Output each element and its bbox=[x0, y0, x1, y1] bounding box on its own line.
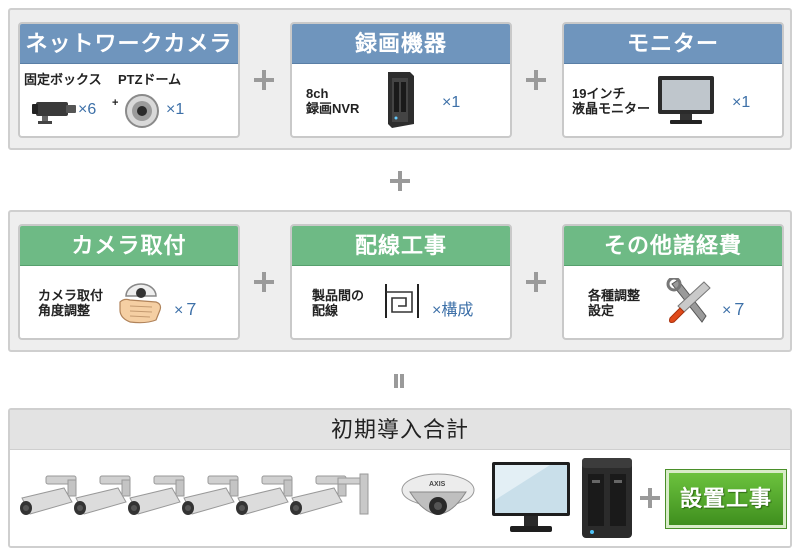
network-camera-card: ネットワークカメラ 固定ボックス PTZドーム ×6 + ×1 bbox=[18, 22, 240, 138]
camera-mount-card: カメラ取付 カメラ取付 角度調整 ×７ bbox=[18, 224, 240, 340]
wiring-label-line2: 配線 bbox=[312, 303, 339, 318]
wiring-title: 配線工事 bbox=[292, 226, 510, 266]
wiring-label-line1: 製品間の bbox=[312, 288, 365, 303]
nvr-icon bbox=[388, 72, 414, 128]
plus-icon bbox=[526, 70, 546, 90]
wiring-qty: ×構成 bbox=[432, 302, 474, 319]
equipment-row: ネットワークカメラ 固定ボックス PTZドーム ×6 + ×1 録画機器 bbox=[8, 8, 792, 150]
ptz-dome-icon bbox=[125, 94, 159, 128]
plus-icon bbox=[254, 272, 274, 292]
total-panel: 初期導入合計 bbox=[8, 408, 792, 548]
tools-icon bbox=[666, 278, 711, 323]
wiring-card: 配線工事 製品間の 配線 ×構成 bbox=[290, 224, 512, 340]
total-products: AXIS 設置工事 bbox=[10, 450, 790, 546]
recorder-title: 録画機器 bbox=[292, 24, 510, 64]
total-title: 初期導入合計 bbox=[10, 410, 790, 450]
monitor-card: モニター 19インチ 液晶モニター ×1 bbox=[562, 22, 784, 138]
small-plus-icon: + bbox=[112, 97, 119, 109]
monitor-title: モニター bbox=[564, 24, 782, 64]
other-costs-label-line2: 設定 bbox=[588, 303, 615, 318]
plus-icon bbox=[390, 171, 410, 191]
network-camera-title: ネットワークカメラ bbox=[20, 24, 238, 64]
installation-button[interactable]: 設置工事 bbox=[665, 469, 787, 529]
recorder-label-line2: 録画NVR bbox=[306, 101, 360, 116]
box-camera-icon bbox=[32, 102, 76, 124]
monitor-qty: ×1 bbox=[732, 94, 751, 111]
installation-row: カメラ取付 カメラ取付 角度調整 ×７ 配線工事 製品間の 配線 ×構成 bbox=[8, 210, 792, 352]
ptz-dome-product-icon: AXIS bbox=[398, 462, 478, 534]
ptz-dome-label: PTZドーム bbox=[118, 72, 182, 87]
camera-mount-label-line1: カメラ取付 bbox=[38, 288, 104, 303]
ptz-dome-qty: ×1 bbox=[166, 101, 185, 118]
box-camera-label: 固定ボックス bbox=[24, 72, 102, 87]
box-camera-qty: ×6 bbox=[78, 101, 97, 118]
nas-recorder-icon bbox=[582, 458, 632, 538]
monitor-label-line2: 液晶モニター bbox=[572, 101, 651, 116]
camera-mount-qty: ×７ bbox=[174, 302, 200, 319]
plus-icon bbox=[640, 488, 660, 508]
other-costs-qty: ×７ bbox=[722, 302, 748, 319]
recorder-qty: ×1 bbox=[442, 94, 461, 111]
wiring-icon bbox=[385, 284, 419, 318]
monitor-label-line1: 19インチ bbox=[572, 86, 626, 101]
monitor-icon bbox=[658, 76, 714, 124]
equals-icon bbox=[392, 374, 406, 388]
camera-mount-label-line2: 角度調整 bbox=[38, 303, 91, 318]
camera-mount-title: カメラ取付 bbox=[20, 226, 238, 266]
hand-dome-icon bbox=[119, 283, 162, 324]
box-camera-row-icon bbox=[19, 473, 369, 516]
plus-icon bbox=[254, 70, 274, 90]
other-costs-label-line1: 各種調整 bbox=[588, 288, 641, 303]
other-costs-title: その他諸経費 bbox=[564, 226, 782, 266]
other-costs-card: その他諸経費 各種調整 設定 ×７ bbox=[562, 224, 784, 340]
plus-icon bbox=[526, 272, 546, 292]
recorder-card: 録画機器 8ch 録画NVR ×1 bbox=[290, 22, 512, 138]
monitor-product-icon bbox=[492, 462, 570, 532]
recorder-label-line1: 8ch bbox=[306, 86, 329, 101]
camera-brand-logo: AXIS bbox=[429, 481, 446, 488]
